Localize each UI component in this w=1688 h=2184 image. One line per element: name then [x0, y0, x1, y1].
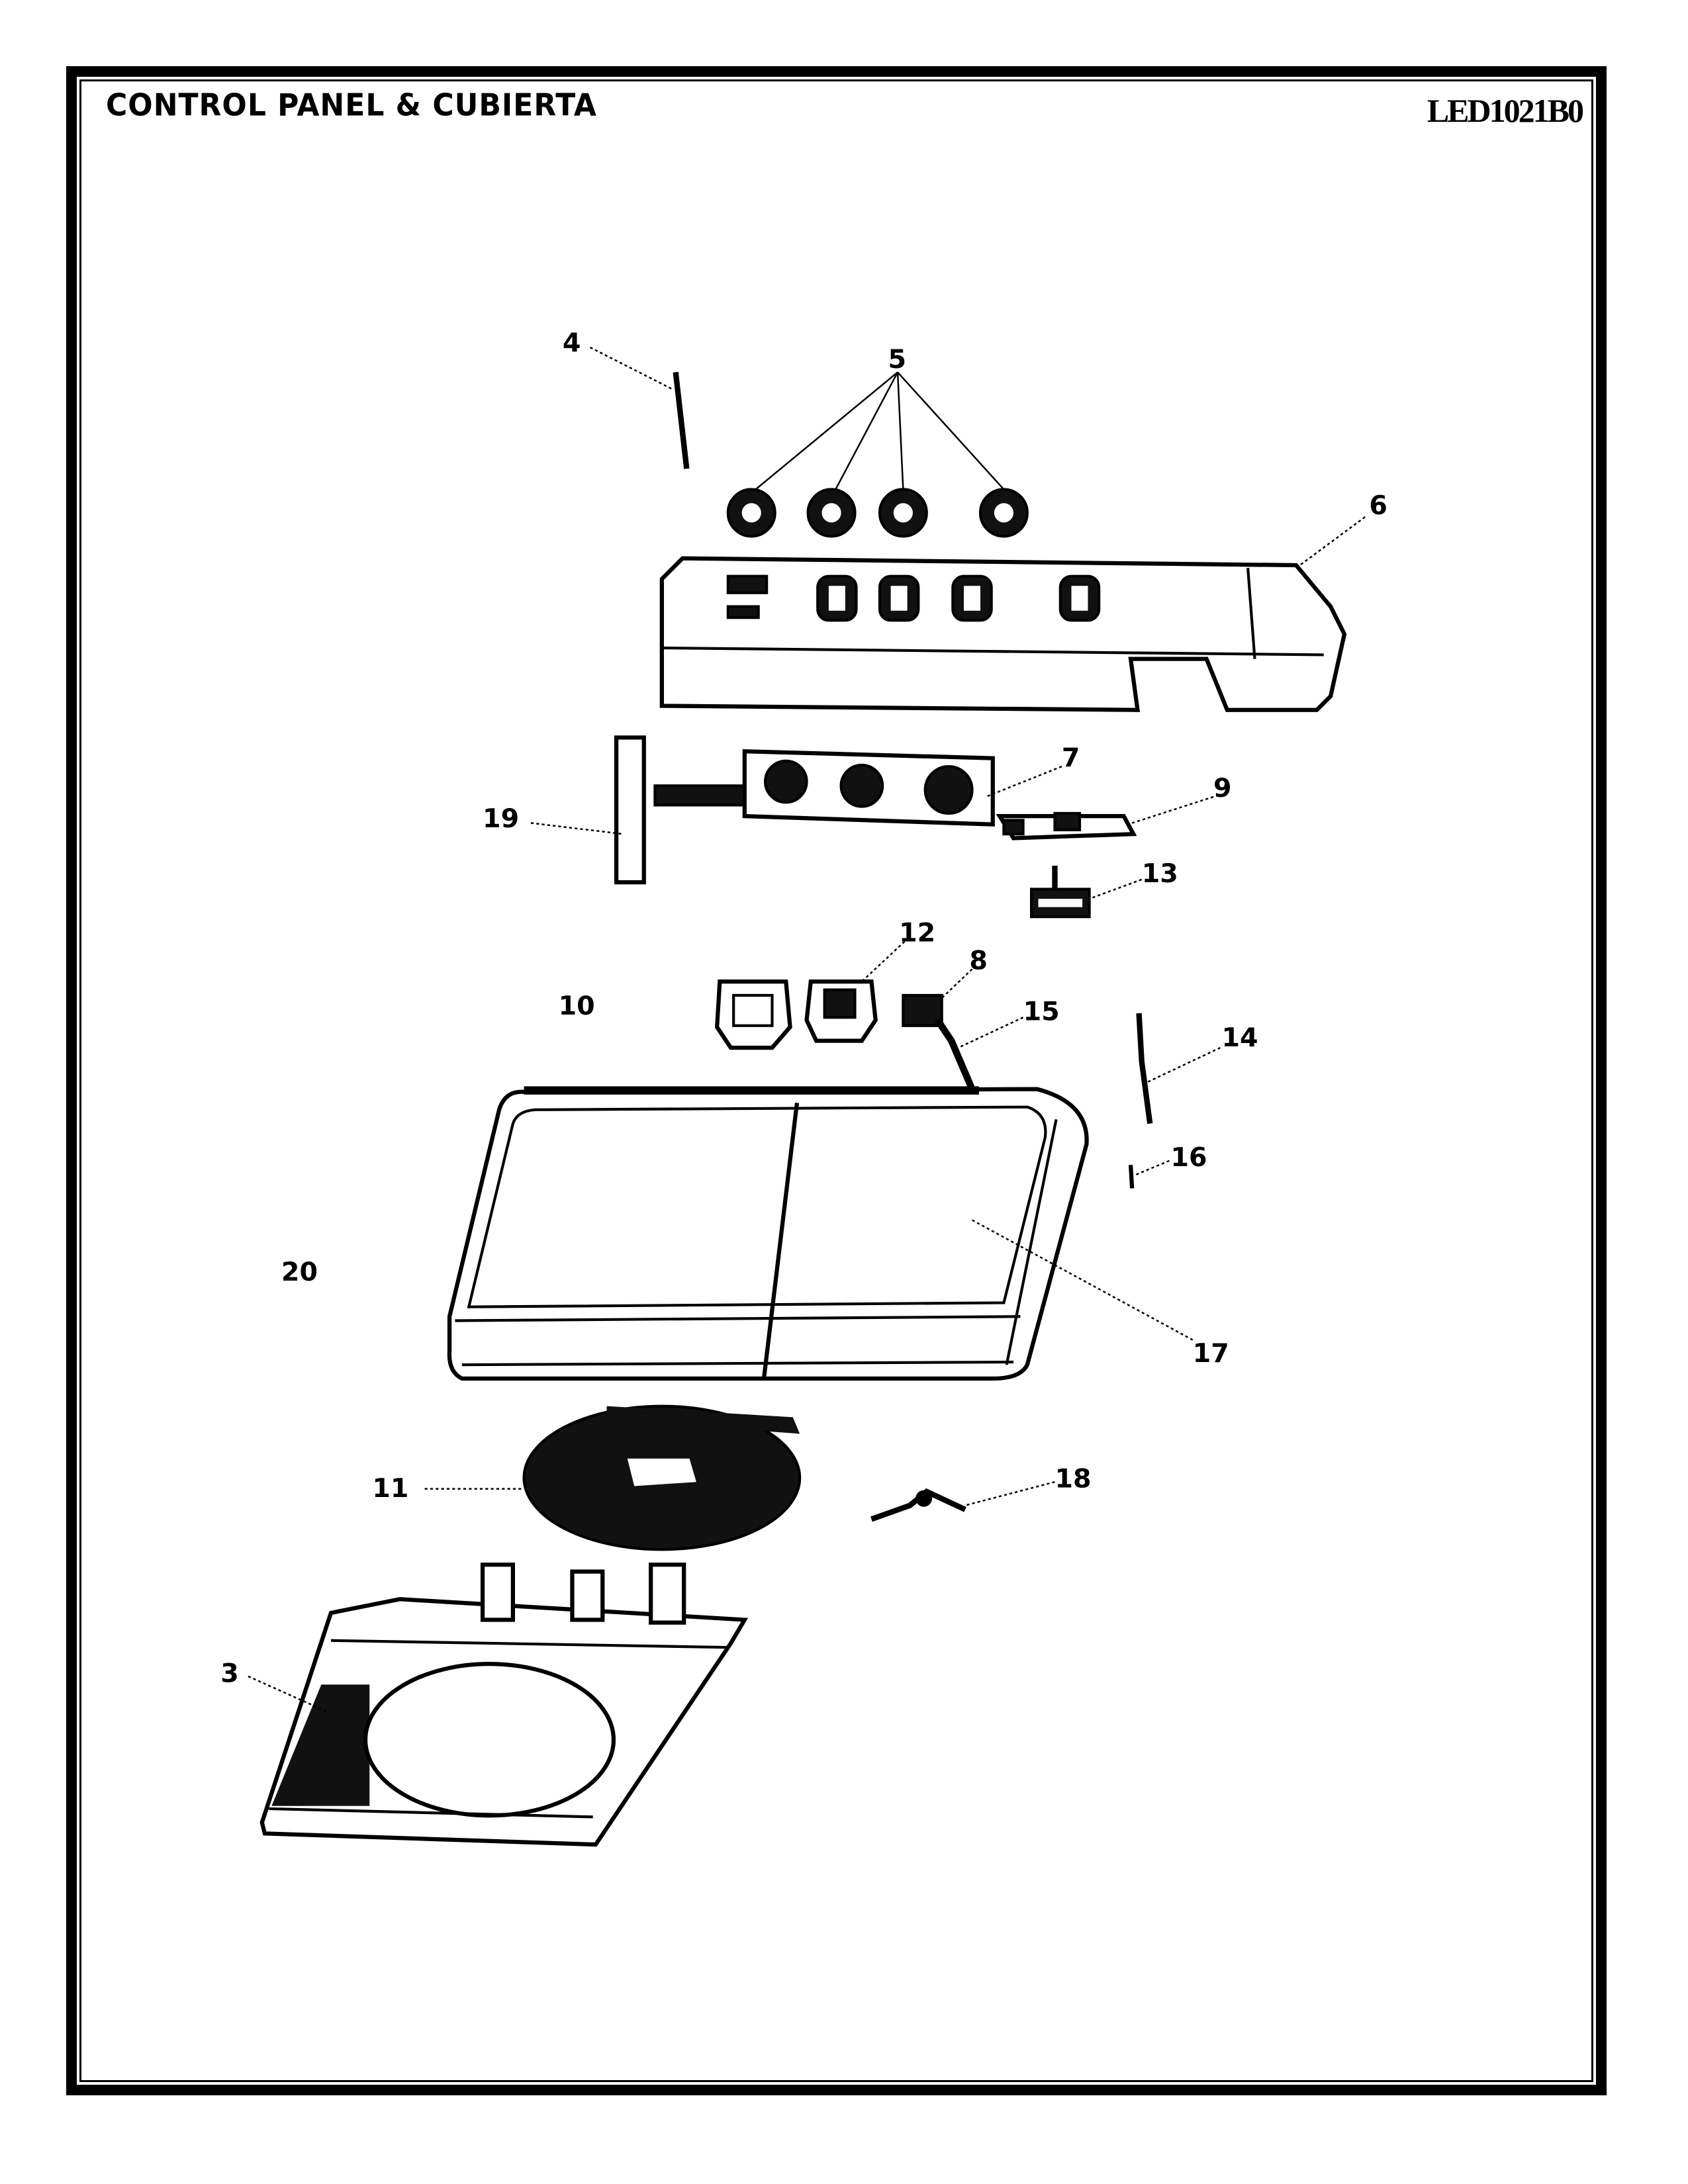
part-4-pin: [673, 371, 690, 469]
leader-3: [248, 1675, 329, 1713]
callout-19: 19: [483, 803, 519, 834]
part-14-rod: [1136, 1013, 1153, 1124]
callout-7: 7: [1062, 743, 1080, 773]
callout-13: 13: [1142, 858, 1178, 889]
callout-17: 17: [1193, 1338, 1229, 1369]
callout-3: 3: [220, 1658, 239, 1688]
part-9-switch: [996, 811, 1137, 841]
callout-4: 4: [563, 328, 581, 358]
leader-15: [958, 1017, 1024, 1049]
page-title: CONTROL PANEL & CUBIERTA: [106, 87, 597, 124]
leader-12: [861, 940, 906, 983]
leader-7: [985, 765, 1062, 798]
part-3-base-tray: [259, 1563, 749, 1847]
callout-12: 12: [899, 918, 935, 948]
part-7-control-board: [742, 749, 995, 827]
leader-8: [939, 968, 973, 1001]
callout-16: 16: [1170, 1142, 1207, 1173]
callout-11: 11: [372, 1473, 408, 1504]
callout-8: 8: [969, 945, 988, 976]
page-border-inner: [79, 79, 1593, 2082]
leader-5: [755, 371, 1005, 490]
leader-18: [964, 1481, 1055, 1506]
callout-14: 14: [1222, 1023, 1258, 1053]
callout-15: 15: [1023, 996, 1060, 1026]
callout-9: 9: [1213, 773, 1232, 803]
part-7-connector-bar: [653, 784, 751, 807]
part-12-knob-housing: [804, 979, 878, 1043]
leader-6: [1295, 516, 1366, 569]
callout-5: 5: [888, 344, 906, 375]
leader-19: [530, 822, 624, 835]
part-8-connector: [902, 993, 943, 1027]
page-border: [66, 66, 1607, 2095]
model-number: LED1021B0: [1427, 92, 1584, 129]
callout-6: 6: [1369, 490, 1387, 521]
part-5-knobs: [726, 488, 1029, 538]
leader-9: [1127, 796, 1214, 825]
part-16-pin: [1128, 1164, 1135, 1189]
part-19-bracket: [614, 735, 646, 885]
part-10-knob-housing: [714, 979, 792, 1050]
callout-20: 20: [281, 1257, 318, 1287]
part-11-disc: [522, 1404, 802, 1551]
part-17-lid: [447, 1086, 1089, 1381]
leader-14: [1147, 1046, 1221, 1083]
part-15-wire: [935, 1018, 976, 1091]
part-6-control-panel: [659, 556, 1347, 712]
part-13-component: [1030, 866, 1091, 919]
callout-18: 18: [1055, 1464, 1091, 1494]
part-18-clip: [870, 1488, 966, 1522]
leader-4: [589, 346, 672, 390]
leader-16: [1135, 1160, 1170, 1175]
leader-13: [1089, 878, 1143, 900]
callout-10: 10: [559, 991, 595, 1021]
